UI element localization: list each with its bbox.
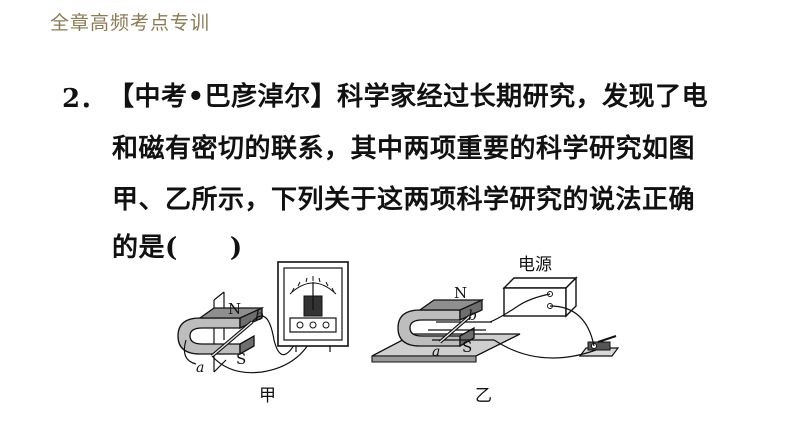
field-plane-line — [213, 359, 227, 373]
wire-jia — [211, 333, 315, 374]
figure-yi: N S a b 电源 乙 — [371, 255, 620, 406]
figure-caption-jia: 甲 — [259, 386, 276, 406]
label-n-jia: N — [228, 300, 241, 318]
label-a-yi: a — [432, 344, 440, 360]
wire-jia — [251, 315, 301, 356]
label-n-yi: N — [454, 284, 467, 302]
question-text-line-3: 甲、乙所示，下列关于这两项科学研究的说法正确 — [112, 185, 696, 215]
power-supply-box — [502, 276, 578, 318]
power-supply-label: 电源 — [518, 255, 552, 275]
label-s-jia: S — [236, 350, 246, 368]
wire-yi — [549, 305, 595, 347]
label-b-jia: b — [255, 308, 264, 324]
label-b-yi: b — [468, 308, 477, 324]
galvanometer — [277, 261, 349, 352]
question-text-line-2: 和磁有密切的联系，其中两项重要的科学研究如图 — [112, 134, 696, 164]
section-title: 全章高频考点专训 — [50, 12, 211, 34]
label-s-yi: S — [462, 338, 472, 356]
question-text-line-1: 【中考•巴彦淖尔】科学家经过长期研究，发现了电 — [108, 82, 709, 112]
wire-yi — [489, 293, 551, 323]
question-close-paren: ) — [229, 233, 243, 263]
label-a-jia: a — [196, 360, 204, 376]
figure-caption-yi: 乙 — [475, 386, 492, 406]
u-shaped-magnet-jia — [177, 306, 265, 365]
question-text-line-4: 的是() — [112, 227, 243, 264]
question-stem-end: 的是( — [112, 233, 178, 263]
wire-yi — [493, 339, 597, 359]
figure-jia: N S a b 甲 — [177, 261, 349, 406]
question-number: 2． — [62, 84, 107, 114]
field-plane-line — [213, 291, 225, 301]
